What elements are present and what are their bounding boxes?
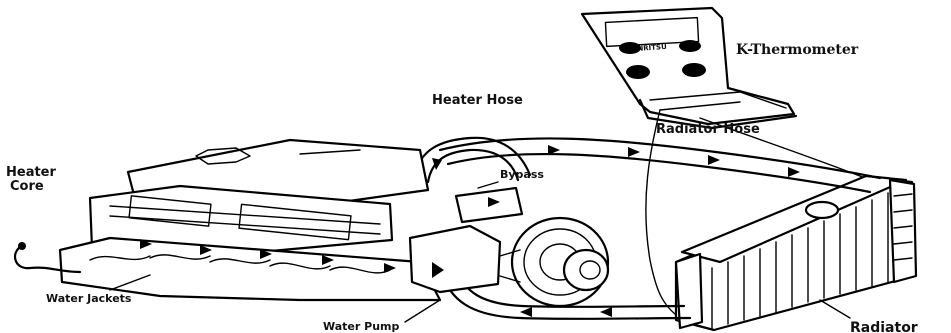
- label-heater-hose: Heater Hose: [432, 93, 523, 108]
- leader-radiator: [820, 300, 850, 318]
- thermometer-button-3: [626, 65, 650, 79]
- leader-water-pump: [405, 300, 440, 322]
- thermometer-button-4: [682, 63, 706, 77]
- radiator: [676, 176, 916, 330]
- label-bypass: Bypass: [500, 168, 544, 181]
- probe-wire-1: [646, 110, 680, 318]
- thermometer-button-2: [679, 40, 701, 52]
- label-water-jackets: Water Jackets: [46, 292, 132, 305]
- leader-bypass: [478, 182, 498, 188]
- label-radiator-hose: Radiator Hose: [656, 122, 760, 137]
- k-thermometer-device: ANRITSU: [582, 8, 796, 128]
- thermometer-button-1: [619, 42, 641, 54]
- flow-arrows-lower: [520, 307, 612, 317]
- label-radiator: Radiator: [850, 320, 918, 333]
- water-pump: [410, 218, 608, 306]
- engine-block: [15, 140, 440, 300]
- label-k-thermometer: K-Thermometer: [736, 42, 859, 58]
- flow-arrows-upper: [548, 145, 800, 177]
- label-heater-core-line1: Heater: [6, 165, 57, 180]
- label-water-pump: Water Pump: [323, 320, 399, 333]
- label-heater-core-line2: Core: [10, 179, 44, 194]
